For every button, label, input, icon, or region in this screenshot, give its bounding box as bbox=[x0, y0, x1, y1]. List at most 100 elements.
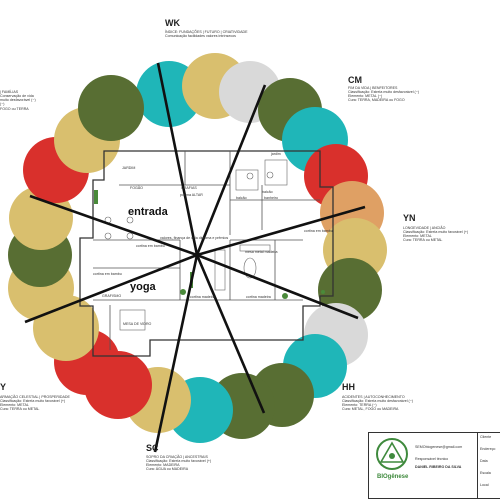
tb-label-5: Local bbox=[480, 483, 489, 487]
email: SEMObiogenese@gmail.com bbox=[415, 445, 463, 449]
sector-text-yn: LONGEVIDADE | ANCIÃO Classificação: Estr… bbox=[403, 226, 468, 243]
room-altar: poema ALTAR bbox=[180, 193, 203, 197]
plant-green-3 bbox=[321, 290, 325, 294]
sector-line-2 bbox=[195, 84, 267, 256]
ring-circle-24 bbox=[78, 75, 144, 141]
label-yoga: yoga bbox=[130, 281, 156, 293]
tb-label-2: Endereço bbox=[480, 447, 496, 451]
sector-yn-line-1: LONGEVIDADE | ANCIÃO bbox=[403, 226, 446, 230]
room-mesa-vidro: MESA DE VIDRO bbox=[123, 322, 152, 326]
sector-hh-line-4: Cura: METAL, FOGO ou MADEIRA bbox=[342, 407, 399, 412]
brand-name: BIOgênese bbox=[377, 474, 409, 480]
sector-wk-line-1: ÍNDICE: FUNDAÇÕES | FUTURO | CRIATIVIDAD… bbox=[165, 30, 248, 34]
sector-yn-line-2: Classificação: Estrela muito favorável (… bbox=[403, 230, 469, 235]
sector-y-line-3: Elemento: METAL bbox=[0, 403, 29, 408]
sector-y-line-4: Cura: TERRA ou METAL bbox=[0, 407, 40, 412]
sector-sc-line-1: SOPRO DA CRIAÇÃO | ANCESTRAIS bbox=[146, 455, 208, 459]
sector-nw-line-2: Conservação de vida bbox=[0, 94, 34, 99]
sector-yn-line-4: Cura: TERRA ou METAL bbox=[403, 238, 443, 243]
room-jardim-2: jardim bbox=[271, 152, 281, 156]
sector-code-wk: WK bbox=[165, 18, 180, 28]
sector-lines bbox=[24, 62, 366, 453]
sector-sc-line-2: Classificação: Estrela muito favorável (… bbox=[146, 459, 212, 464]
tb-label-4: Escala bbox=[480, 471, 491, 475]
sector-y-line-1: ARMAÇÃO CELESTIAL | PROSPERIDADE bbox=[0, 395, 70, 399]
plant-green-1 bbox=[180, 289, 186, 295]
sector-sc-line-3: Elemento: MADEIRA bbox=[146, 463, 180, 468]
room-balcao-1: balcão bbox=[236, 196, 247, 200]
sector-yn-line-3: Elemento: METAL bbox=[403, 234, 432, 239]
sector-nw-line-4: (−) bbox=[0, 102, 5, 107]
room-cortina-bambu-2: cortina em bambu bbox=[304, 229, 333, 233]
sector-code-cm: CM bbox=[348, 75, 362, 85]
sector-line-8 bbox=[29, 194, 198, 257]
sector-text-nw: | FAMÍLIAS Conservação de vida muito des… bbox=[0, 90, 36, 111]
responsavel: Responsável técnico bbox=[415, 457, 449, 461]
room-fogao: FOGÃO bbox=[130, 186, 143, 190]
plant-2 bbox=[126, 216, 134, 224]
sector-line-7 bbox=[24, 253, 198, 324]
sector-text-cm: FIM DA VIDA | BENFEITORES Classificação:… bbox=[348, 86, 419, 103]
sector-hh-line-1: ACIDENTES | AUTOCONHECIMENTO bbox=[342, 395, 405, 399]
room-grafias: GRAFIAS bbox=[181, 186, 197, 190]
sector-hh-line-3: Elemento: TERRA (−) bbox=[342, 403, 377, 408]
circle-ring bbox=[8, 53, 387, 443]
sector-nw-line-1: | FAMÍLIAS bbox=[0, 90, 19, 94]
room-mesa-metal: mesa metal madeira bbox=[245, 250, 278, 254]
floor-plan bbox=[79, 150, 334, 357]
furniture bbox=[104, 159, 288, 331]
wardrobe bbox=[214, 249, 226, 291]
sector-code-hh: HH bbox=[342, 382, 355, 392]
interior-walls bbox=[93, 151, 320, 350]
room-banheiro: banheiro bbox=[264, 196, 278, 200]
outer-walls bbox=[79, 150, 334, 357]
room-cortina-madeira-1: cortina madeira bbox=[190, 295, 215, 299]
sector-code-sc: SC bbox=[146, 443, 159, 453]
metal-table bbox=[239, 244, 271, 252]
sector-text-y: ARMAÇÃO CELESTIAL | PROSPERIDADE Classif… bbox=[0, 395, 70, 412]
sector-line-1 bbox=[156, 62, 199, 256]
sector-text-sc: SOPRO DA CRIAÇÃO | ANCESTRAIS Classifica… bbox=[146, 455, 211, 472]
sector-cm-line-2: Classificação: Estrela muito desfavoráve… bbox=[348, 90, 420, 95]
plant-green-2 bbox=[282, 293, 288, 299]
room-cortina-bambu-1: cortina em bambu bbox=[136, 244, 165, 248]
bath-block bbox=[235, 169, 259, 191]
tb-label-3: Data bbox=[480, 459, 488, 463]
sector-text-hh: ACIDENTES | AUTOCONHECIMENTO Classificaç… bbox=[342, 395, 413, 412]
sector-line-4 bbox=[196, 253, 359, 320]
sector-nw-line-3: muito desfavorável (−) bbox=[0, 98, 36, 103]
room-valores: valores, finança de vida diploma e prêmi… bbox=[160, 236, 229, 240]
sector-y-line-2: Classificação: Estrela muito favorável (… bbox=[0, 399, 66, 404]
room-jardim: JARDIM bbox=[122, 166, 136, 170]
sector-cm-line-1: FIM DA VIDA | BENFEITORES bbox=[348, 86, 398, 90]
plant-4 bbox=[126, 232, 134, 240]
room-balcao-2: balcão bbox=[262, 190, 273, 194]
responsavel-nome: DANIEL RIBEIRO DA SILVA bbox=[415, 465, 462, 469]
sector-code-y: Y bbox=[0, 382, 7, 392]
tb-label-1: Cliente bbox=[480, 435, 492, 439]
glass-table bbox=[119, 309, 146, 331]
sector-code-yn: YN bbox=[403, 213, 416, 223]
label-entrada: entrada bbox=[128, 206, 168, 218]
bath-block-2 bbox=[264, 159, 288, 186]
sector-sc-line-4: Cura: ÁGUA ou MADEIRA bbox=[146, 467, 189, 472]
title-divider bbox=[477, 433, 478, 498]
room-cortina-madeira-2: cortina madeira bbox=[246, 295, 271, 299]
room-grafismo: GRAFISMO bbox=[102, 294, 122, 298]
sector-wk-line-2: Comunicação facilidades valores intrínse… bbox=[165, 34, 236, 39]
sector-cm-line-4: Cura: TERRA, MADEIRA ou FOGO bbox=[348, 98, 405, 103]
sector-line-3 bbox=[196, 205, 366, 257]
biogenese-logo bbox=[376, 438, 408, 470]
green-strip-1 bbox=[94, 190, 98, 204]
sector-line-6 bbox=[153, 254, 199, 453]
sector-hh-line-2: Classificação: Estrela muito desfavoráve… bbox=[342, 399, 414, 404]
title-block: BIOgênese SEMObiogenese@gmail.com Respon… bbox=[368, 432, 500, 499]
sector-text-wk: ÍNDICE: FUNDAÇÕES | FUTURO | CRIATIVIDAD… bbox=[165, 30, 247, 38]
plant-3 bbox=[104, 232, 112, 240]
sector-nw-line-5: FOGO ou TERRA bbox=[0, 106, 29, 111]
room-cortina-bambu-3: cortina em bambu bbox=[93, 272, 122, 276]
sector-line-5 bbox=[195, 254, 266, 414]
round-table bbox=[243, 257, 257, 279]
sector-cm-line-3: Elemento: METAL (−) bbox=[348, 94, 383, 99]
